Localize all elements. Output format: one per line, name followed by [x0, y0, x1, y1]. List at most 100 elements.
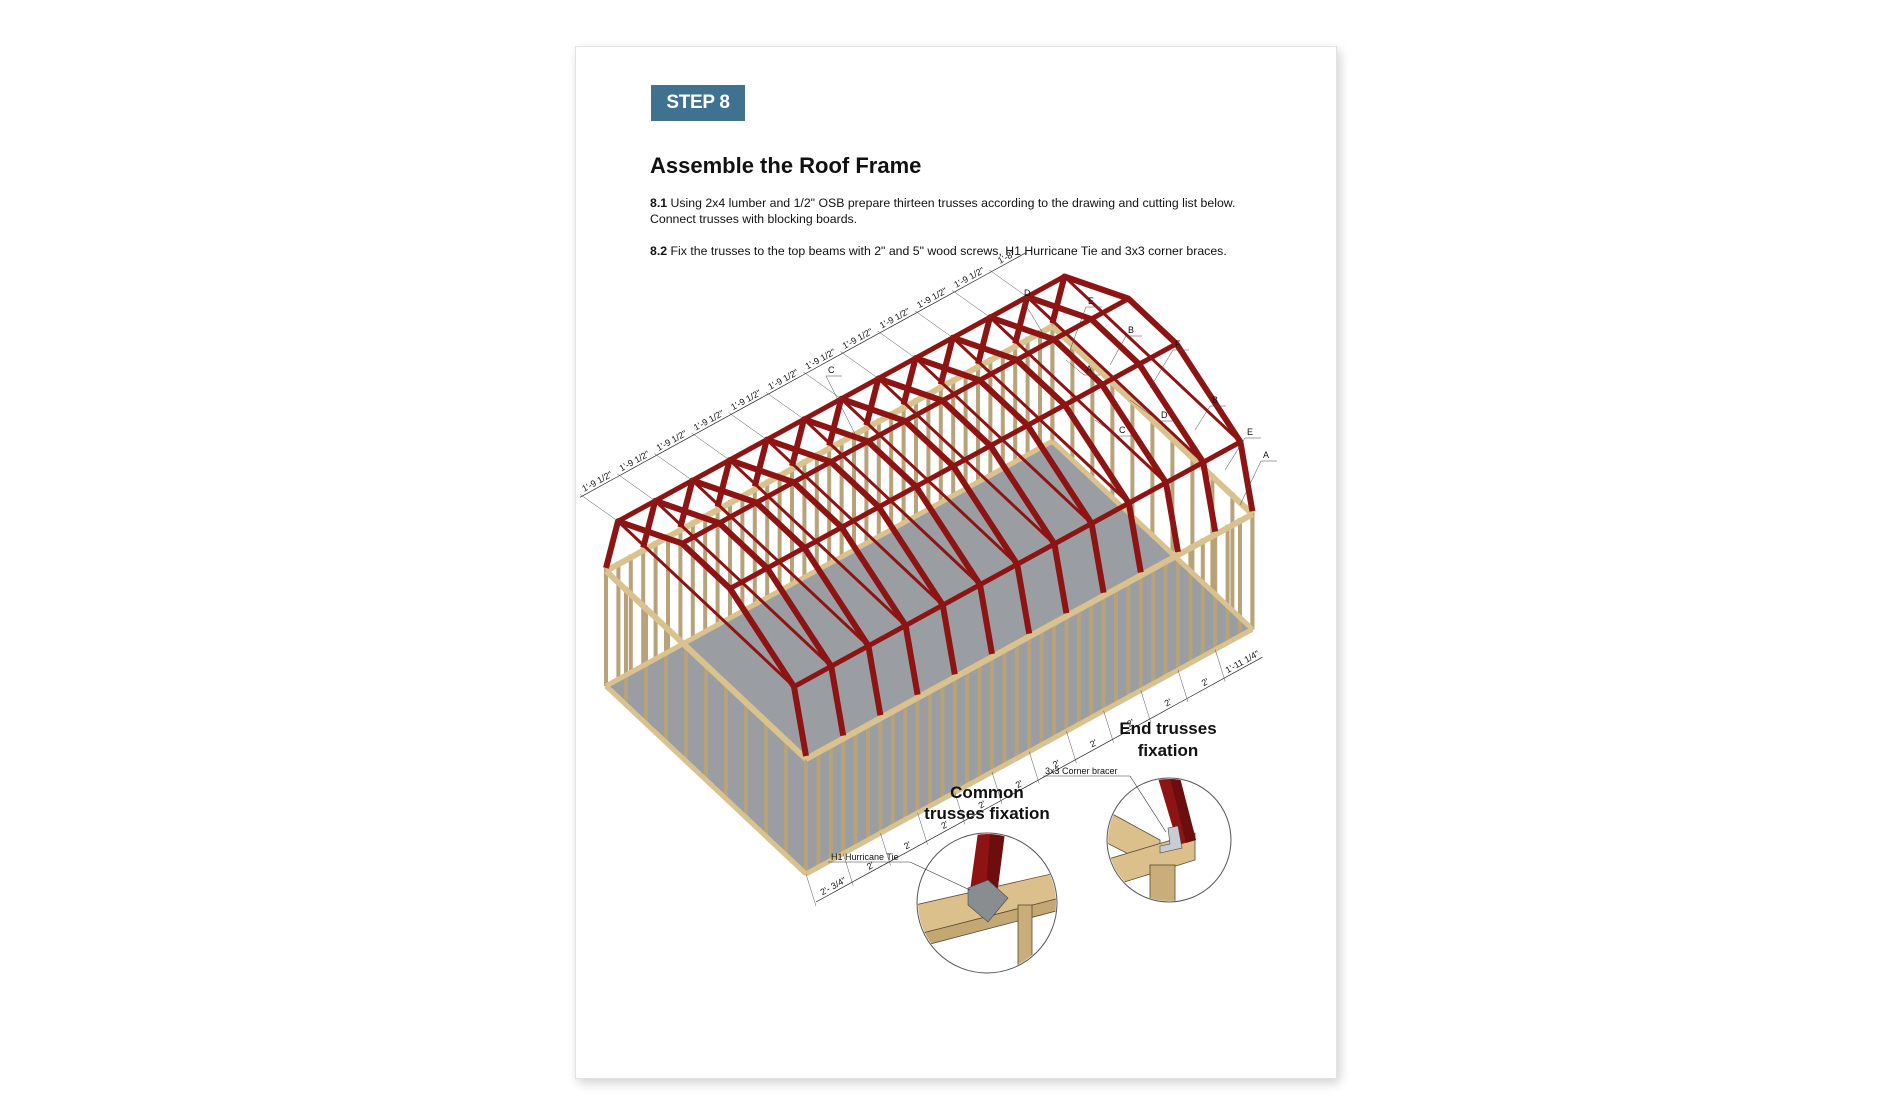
extension-line: [1214, 649, 1226, 682]
extension-line: [1028, 751, 1040, 784]
leader-line: [1149, 349, 1174, 389]
extension-line: [991, 771, 1003, 805]
truss: [751, 436, 958, 675]
extension-line: [877, 330, 916, 359]
leader-line: [1194, 405, 1211, 431]
bottom-dimension-label: 2': [977, 798, 988, 810]
hurricane-tie-label: H1 Hurricane Tie: [831, 852, 899, 862]
top-plate: [1050, 324, 1255, 517]
dimension-line: [951, 272, 990, 294]
truss-collar-tie: [616, 520, 796, 688]
extension-line: [805, 873, 817, 907]
dimension-line: [691, 415, 729, 437]
extension-line: [654, 453, 693, 481]
dimension-line: [1113, 718, 1151, 740]
extension-line: [914, 310, 953, 338]
bottom-dimension-label: 2': [902, 839, 913, 851]
step-text: Fix the trusses to the top beams with 2"…: [670, 244, 1227, 258]
leader-line: [1069, 306, 1087, 351]
truss: [714, 457, 921, 696]
dimension-line: [803, 354, 841, 376]
corner-bracer-label: 3x3 Corner bracer: [1045, 766, 1118, 776]
common-fixation-detail: Common trusses fixation H1 Hurricane Tie: [828, 783, 1058, 974]
extension-line: [880, 833, 891, 866]
bottom-dimension-label: 2': [1163, 696, 1174, 708]
dimension-line: [728, 394, 767, 416]
bottom-dimension-label: 2': [1051, 758, 1062, 770]
part-label-b: B: [1212, 395, 1218, 405]
leader-line: [1021, 298, 1051, 346]
bottom-plate: [604, 439, 1054, 689]
leader-line: [1094, 419, 1118, 437]
part-label-f: F: [1175, 339, 1181, 349]
truss: [789, 416, 995, 655]
dimension-line: [890, 840, 928, 862]
end-caption-line2: fixation: [1138, 741, 1198, 760]
end-caption-line1: End trusses: [1119, 719, 1216, 738]
truss: [1049, 273, 1256, 512]
extension-line: [765, 392, 805, 420]
part-label-c: C: [828, 365, 835, 375]
part-labels: D E B F C A C D B E A: [825, 288, 1277, 506]
dimension-line: [840, 333, 878, 355]
blocking-board: [792, 439, 1242, 689]
part-label-d: D: [1024, 288, 1031, 298]
extension-line: [951, 290, 991, 318]
leader-line: [1129, 399, 1160, 422]
dimension-line: [815, 881, 854, 903]
dimension-line: [654, 435, 692, 457]
part-label-b: B: [1128, 325, 1134, 335]
extension-line: [1177, 669, 1189, 703]
truss: [677, 477, 884, 716]
extension-line: [579, 494, 619, 522]
part-label-d: D: [1161, 410, 1168, 420]
step-badge: STEP 8: [651, 85, 745, 121]
part-label-e: E: [1088, 296, 1094, 306]
dimension-line: [1187, 677, 1226, 699]
truss: [900, 355, 1107, 594]
truss: [640, 497, 847, 737]
bottom-dimension-label: 2': [1125, 717, 1136, 729]
top-plate: [603, 568, 809, 762]
dimension-line: [765, 374, 804, 396]
common-caption-line2: trusses fixation: [924, 804, 1050, 823]
part-label-a: A: [1086, 364, 1092, 374]
leader-line: [1224, 437, 1246, 471]
bottom-dimension-label: 2': [865, 860, 876, 872]
hurricane-tie-icon: [967, 879, 1009, 923]
bottom-plate: [1050, 439, 1255, 632]
truss: [937, 334, 1144, 573]
truss: [863, 375, 1070, 614]
truss: [975, 314, 1181, 553]
dimension-line: [1001, 779, 1040, 801]
part-label-a: A: [1263, 450, 1269, 460]
end-fixation-detail: End trusses fixation 3x3 Corner bracer: [1043, 719, 1232, 903]
corner-bracer-icon: [1159, 825, 1183, 854]
part-label-c: C: [1119, 425, 1126, 435]
extension-line: [917, 812, 928, 845]
extension-line: [842, 853, 854, 886]
extension-line: [691, 432, 730, 461]
blocking-board: [680, 296, 1130, 546]
extension-line: [803, 371, 842, 400]
dimension-line: [1150, 697, 1189, 719]
dimension-line: [579, 476, 618, 498]
bottom-dimension-label: 2': [1014, 778, 1025, 790]
bottom-plate: [604, 684, 808, 876]
dimension-line: [927, 820, 965, 842]
dimension-line: [1225, 656, 1263, 678]
extension-line: [617, 473, 656, 502]
bottom-dimension-label: 2'- 3/4": [819, 875, 848, 897]
extension-line: [954, 792, 966, 825]
dimension-line: [964, 799, 1003, 821]
top-plate: [604, 323, 1054, 574]
part-label-e: E: [1247, 427, 1253, 437]
extension-line: [840, 351, 879, 379]
step-number: 8.1: [650, 196, 668, 210]
step-text: Using 2x4 lumber and 1/2" OSB prepare th…: [650, 196, 1236, 226]
extension-line: [1140, 690, 1152, 723]
page-title: Assemble the Roof Frame: [650, 153, 922, 178]
leader-line: [1239, 460, 1262, 506]
extension-line: [1066, 731, 1077, 764]
